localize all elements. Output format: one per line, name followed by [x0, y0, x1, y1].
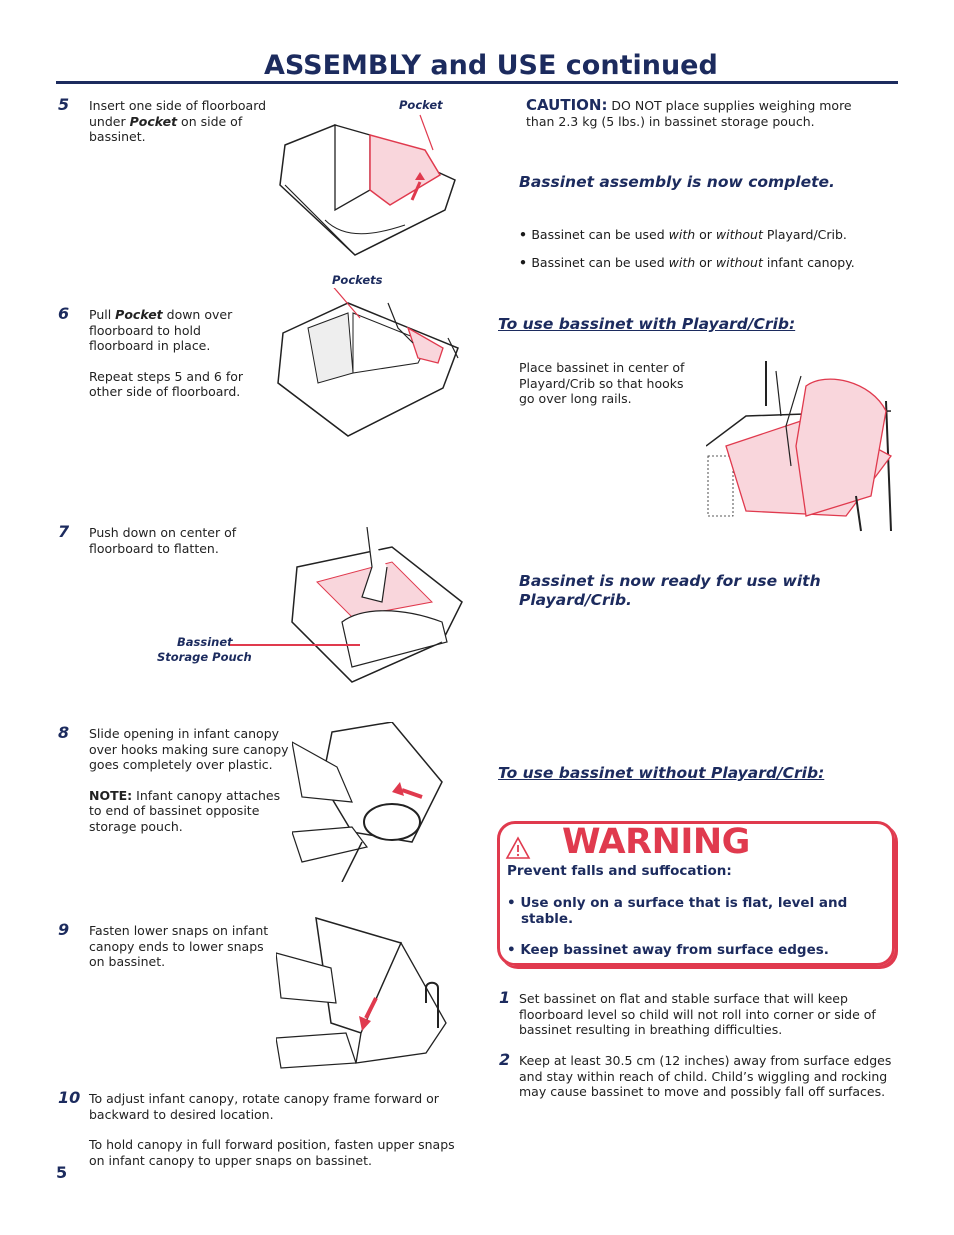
page-number: 5: [56, 1163, 68, 1182]
step-5-line: bassinet.: [89, 129, 146, 144]
place-bassinet-text: Place bassinet in center of Playard/Crib…: [519, 360, 709, 407]
illustration-step-8: [292, 722, 457, 882]
without-step-1-line: floorboard level so child will not roll …: [519, 1006, 876, 1022]
without-step-2-line: and stay within reach of child. Child’s …: [519, 1068, 888, 1084]
without-step-1-number: 1: [499, 988, 511, 1007]
step-6-line: Repeat steps 5 and 6 for: [89, 368, 244, 384]
illustration-step-9: [276, 913, 461, 1073]
step-10-line: To adjust infant canopy, rotate canopy f…: [89, 1091, 439, 1106]
assembly-complete-heading: Bassinet assembly is now complete.: [519, 173, 835, 191]
warning-prevent: Prevent falls and suffocation:: [507, 863, 732, 879]
bullet-item: • Bassinet can be used with or without i…: [519, 255, 855, 270]
warning-item-1: • Use only on a surface that is flat, le…: [507, 895, 848, 911]
place-line: Place bassinet in center of: [519, 360, 685, 375]
bullet-item: • Bassinet can be used with or without P…: [519, 227, 847, 242]
step-10-line: on infant canopy to upper snaps on bassi…: [89, 1152, 372, 1168]
step-8-note: NOTE: Infant canopy attaches: [89, 787, 281, 803]
title-rule: [56, 81, 898, 84]
without-step-2-text: Keep at least 30.5 cm (12 inches) away f…: [519, 1053, 899, 1100]
caution-line: than 2.3 kg (5 lbs.) in bassinet storage…: [526, 113, 815, 129]
step-7-line: floorboard to flatten.: [89, 540, 219, 556]
pockets-callout: Pockets: [332, 273, 383, 287]
caution-line: CAUTION: DO NOT place supplies weighing …: [526, 96, 852, 114]
illustration-step-6: [268, 288, 468, 438]
ready-heading: Bassinet is now ready for use with Playa…: [519, 572, 821, 610]
warning-item-2: • Keep bassinet away from surface edges.: [507, 942, 829, 958]
page-title: ASSEMBLY and USE continued: [264, 50, 718, 81]
use-without-playard-heading: To use bassinet without Playard/Crib:: [498, 764, 825, 782]
illustration-step-7: [282, 527, 467, 687]
ready-line: Playard/Crib.: [519, 591, 632, 609]
step-8-number: 8: [58, 723, 70, 742]
step-6-line: Pull Pocket down over: [89, 307, 233, 322]
bassinet-callout: Bassinet: [177, 635, 233, 649]
without-step-1-line: Set bassinet on flat and stable surface …: [519, 991, 848, 1006]
step-8-text: Slide opening in infant canopy over hook…: [89, 726, 294, 834]
without-step-2-line: may cause bassinet to move and possibly …: [519, 1084, 886, 1099]
step-8-line: storage pouch.: [89, 818, 183, 834]
warning-triangle-icon: [505, 836, 531, 864]
step-5-line: Insert one side of floorboard: [89, 98, 267, 113]
step-10-text: To adjust infant canopy, rotate canopy f…: [89, 1091, 469, 1168]
step-10-line: To hold canopy in full forward position,…: [89, 1137, 455, 1152]
step-7-number: 7: [58, 522, 70, 541]
step-6-line: other side of floorboard.: [89, 384, 241, 399]
step-10-line: backward to desired location.: [89, 1106, 274, 1122]
use-with-playard-heading: To use bassinet with Playard/Crib:: [498, 315, 796, 333]
place-line: go over long rails.: [519, 391, 632, 406]
step-9-line: canopy ends to lower snaps: [89, 938, 264, 954]
step-9-text: Fasten lower snaps on infant canopy ends…: [89, 923, 274, 970]
warning-box: [497, 821, 895, 966]
storage-pouch-leader-line: [230, 644, 360, 646]
illustration-playard: [706, 356, 896, 534]
step-6-text: Pull Pocket down over floorboard to hold…: [89, 307, 269, 400]
step-7-text: Push down on center of floorboard to fla…: [89, 525, 269, 556]
step-5-number: 5: [58, 95, 70, 114]
pocket-callout: Pocket: [399, 98, 443, 112]
step-9-line: on bassinet.: [89, 954, 166, 969]
step-5-text: Insert one side of floorboard under Pock…: [89, 98, 279, 145]
step-9-number: 9: [58, 920, 70, 939]
step-8-line: goes completely over plastic.: [89, 757, 273, 772]
step-6-number: 6: [58, 304, 70, 323]
step-10-number: 10: [58, 1088, 81, 1107]
caution-text: CAUTION: DO NOT place supplies weighing …: [526, 96, 896, 129]
step-8-line: Slide opening in infant canopy: [89, 726, 280, 741]
warning-title: WARNING: [562, 822, 750, 862]
step-7-line: Push down on center of: [89, 525, 237, 540]
step-6-line: floorboard to hold: [89, 322, 201, 338]
place-line: Playard/Crib so that hooks: [519, 375, 684, 391]
step-5-line: under Pocket on side of: [89, 113, 243, 129]
step-8-line: to end of bassinet opposite: [89, 803, 260, 818]
illustration-step-5: [275, 110, 465, 260]
without-step-1-text: Set bassinet on flat and stable surface …: [519, 991, 894, 1038]
step-9-line: Fasten lower snaps on infant: [89, 923, 269, 938]
step-8-line: over hooks making sure canopy: [89, 741, 289, 757]
without-step-2-number: 2: [499, 1050, 511, 1069]
step-6-line: floorboard in place.: [89, 338, 211, 353]
storage-pouch-callout: Storage Pouch: [157, 650, 252, 664]
without-step-1-line: bassinet resulting in breathing difficul…: [519, 1022, 783, 1037]
warning-item-1-cont: stable.: [521, 911, 574, 927]
without-step-2-line: Keep at least 30.5 cm (12 inches) away f…: [519, 1053, 892, 1068]
ready-line: Bassinet is now ready for use with: [519, 572, 821, 590]
